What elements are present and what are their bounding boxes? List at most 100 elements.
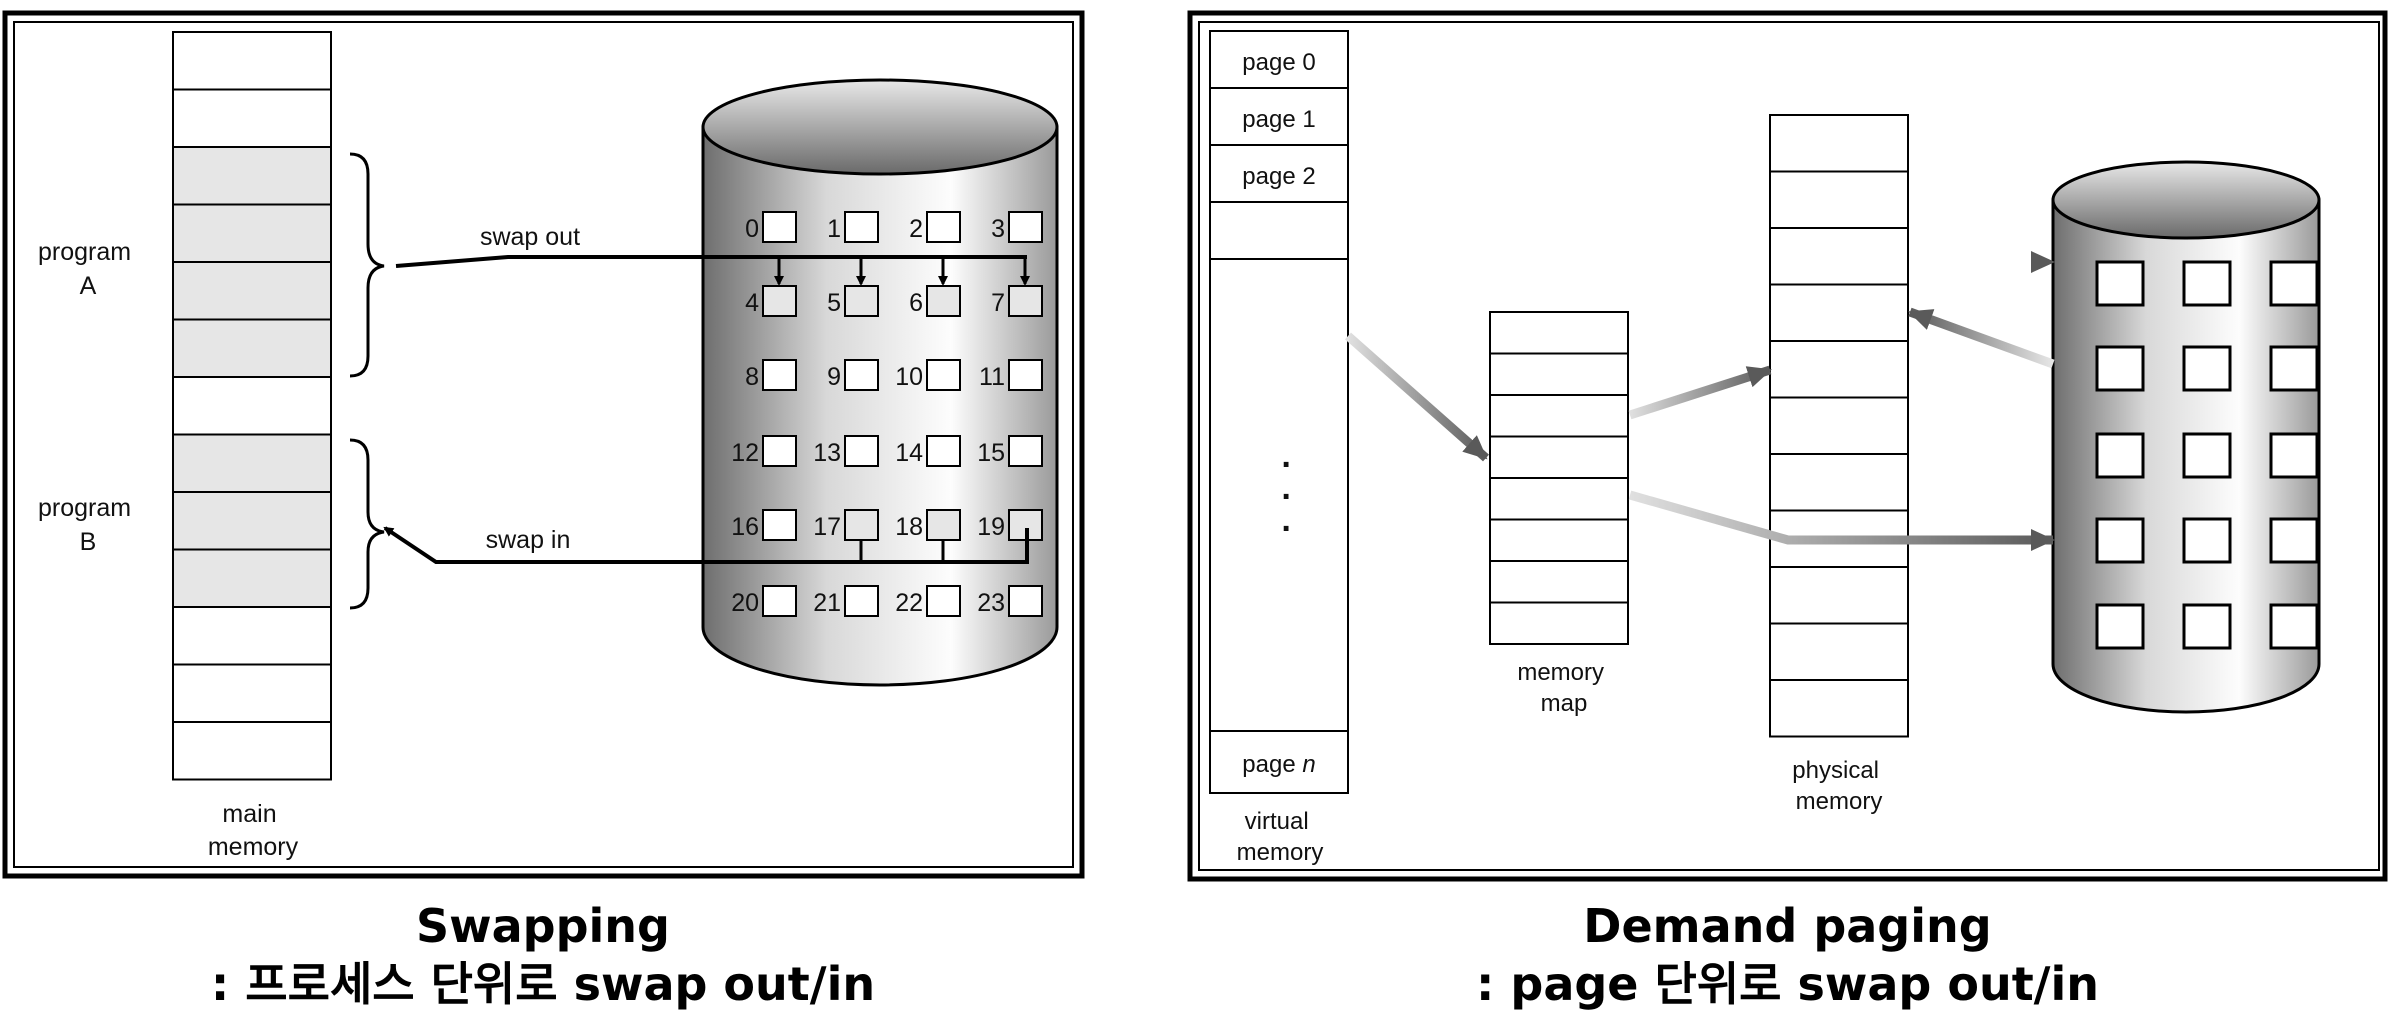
disk-block-number: 18 — [895, 513, 923, 541]
paging-frame-outer — [1187, 10, 2388, 882]
disk-block-number: 1 — [827, 215, 841, 243]
disk-block — [762, 585, 797, 617]
physical-memory-cell — [1769, 227, 1909, 286]
disk-block — [926, 285, 961, 317]
memory-map-cell — [1489, 477, 1629, 521]
disk-block-number: 6 — [909, 289, 923, 317]
page-1-label: page 1 — [1242, 106, 1315, 133]
swapping-frame-outer — [2, 10, 1085, 879]
paging-disk-block — [2269, 432, 2319, 479]
physical-memory-cell — [1769, 340, 1909, 399]
disk-block-number: 13 — [813, 439, 841, 467]
swapping-caption: Swapping : 프로세스 단위로 swap out/in — [0, 897, 1086, 1013]
disk-block — [844, 509, 879, 541]
disk-block — [762, 509, 797, 541]
disk-block-number: 22 — [895, 589, 923, 617]
paging-disk-blocks — [2095, 260, 2319, 650]
paging-disk-block — [2269, 517, 2319, 564]
disk-block — [762, 285, 797, 317]
swapping-frame-inner — [13, 21, 1074, 868]
disk-block-number: 2 — [909, 215, 923, 243]
disk-block-number: 19 — [977, 513, 1005, 541]
swap-in-label: swap in — [486, 526, 571, 554]
disk-block-number: 17 — [813, 513, 841, 541]
disk-block — [844, 359, 879, 391]
disk-block — [844, 435, 879, 467]
virtual-memory-label: virtual memory — [1237, 808, 1324, 866]
disk-block — [1008, 285, 1043, 317]
paging-disk-block — [2182, 432, 2232, 479]
swapping-caption-sub: : 프로세스 단위로 swap out/in — [210, 957, 876, 1011]
main-memory-cell — [172, 376, 332, 436]
disk-block-number: 7 — [991, 289, 1005, 317]
main-memory-cell — [172, 88, 332, 148]
physical-memory-cell — [1769, 453, 1909, 512]
disk-block-number: 23 — [977, 589, 1005, 617]
paging-disk-block — [2182, 603, 2232, 650]
paging-disk-block — [2182, 345, 2232, 392]
disk-block — [926, 585, 961, 617]
physical-memory-column — [1769, 114, 1909, 738]
main-memory-cell — [172, 491, 332, 551]
disk-block-number: 10 — [895, 363, 923, 391]
paging-disk-block — [2269, 260, 2319, 307]
program-b-label: program B — [38, 494, 138, 556]
disk-block-number: 15 — [977, 439, 1005, 467]
disk-block — [1008, 435, 1043, 467]
physical-memory-cell — [1769, 622, 1909, 681]
physical-memory-cell — [1769, 283, 1909, 342]
disk-block — [762, 211, 797, 243]
disk-block-number: 11 — [979, 363, 1005, 391]
svg-text:·: · — [1281, 478, 1292, 516]
main-memory-column — [172, 31, 332, 781]
physical-memory-cell — [1769, 170, 1909, 229]
paging-disk-block — [2095, 345, 2145, 392]
disk-block — [926, 509, 961, 541]
main-memory-cell — [172, 721, 332, 781]
memory-map-cell — [1489, 352, 1629, 396]
paging-disk-block — [2095, 432, 2145, 479]
disk-block-number: 16 — [731, 513, 759, 541]
map-to-physical-arrow — [1628, 365, 1772, 420]
disk-block-number: 0 — [745, 215, 759, 243]
memory-map-column — [1489, 311, 1629, 645]
physical-memory-label: physical memory — [1792, 757, 1885, 815]
svg-text:·: · — [1281, 446, 1292, 484]
paging-disk-block — [2095, 517, 2145, 564]
physical-memory-cell — [1769, 679, 1909, 738]
disk-block — [1008, 359, 1043, 391]
memory-map-cell — [1489, 394, 1629, 438]
disk-block-number: 14 — [895, 439, 923, 467]
disk-block-number: 21 — [813, 589, 841, 617]
main-memory-cell — [172, 146, 332, 206]
paging-caption: Demand paging : page 단위로 swap out/in — [1190, 897, 2385, 1013]
virtual-memory-column — [1209, 30, 1349, 794]
disk-block — [1008, 585, 1043, 617]
paging-disk-block — [2095, 603, 2145, 650]
memory-map-cell — [1489, 311, 1629, 355]
memory-map-label: memory map — [1517, 659, 1610, 717]
disk-block-number: 9 — [827, 363, 841, 391]
disk-block — [926, 211, 961, 243]
paging-disk-block — [2269, 603, 2319, 650]
program-a-label: program A — [38, 238, 138, 300]
disk-block-number: 5 — [827, 289, 841, 317]
swap-out-drops — [774, 257, 1030, 286]
program-a-brace — [349, 152, 385, 378]
disk-to-physical-arrow — [1908, 307, 2055, 369]
disk-block — [844, 585, 879, 617]
swapping-caption-title: Swapping — [416, 899, 670, 953]
disk-block — [762, 359, 797, 391]
disk-block — [1008, 211, 1043, 243]
disk-block — [762, 435, 797, 467]
ellipsis: · · · — [1281, 446, 1292, 548]
paging-caption-title: Demand paging — [1583, 899, 1992, 953]
map-to-disk-arrow — [1628, 490, 2055, 551]
memory-map-cell — [1489, 518, 1629, 562]
physical-memory-cell — [1769, 396, 1909, 455]
main-memory-cell — [172, 318, 332, 378]
main-memory-cell — [172, 433, 332, 493]
disk-block — [844, 285, 879, 317]
page-0-label: page 0 — [1242, 49, 1315, 76]
